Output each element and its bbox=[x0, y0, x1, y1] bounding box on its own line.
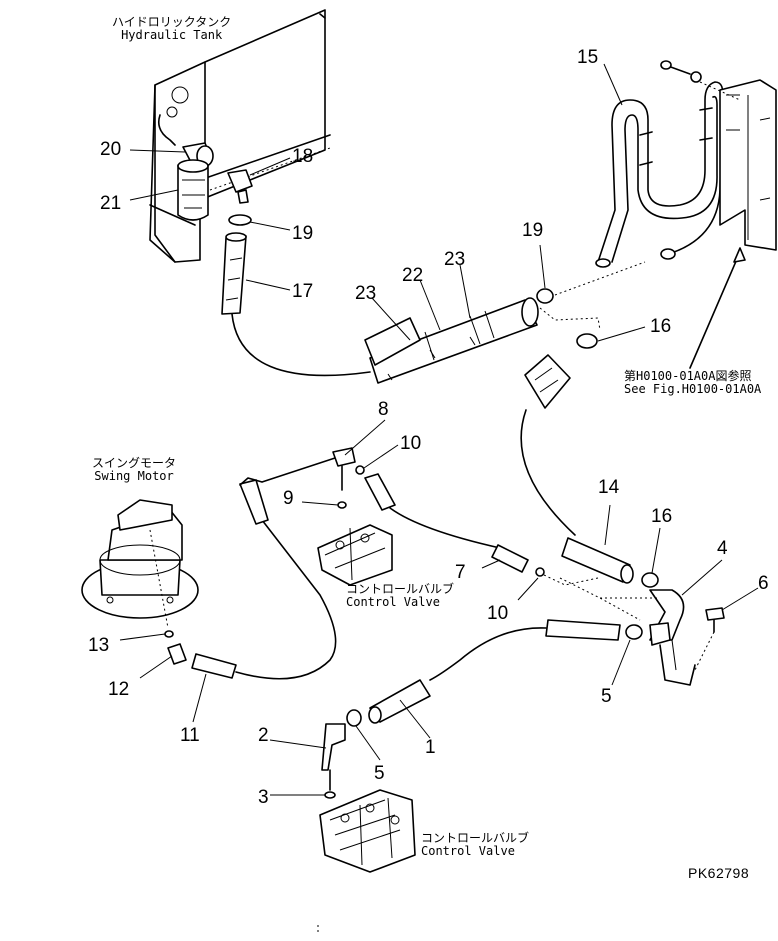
leader-lines bbox=[119, 63, 759, 796]
see-figure-en: See Fig.H0100-01A0A bbox=[624, 382, 762, 396]
part-number-10-upper: 10 bbox=[400, 433, 422, 454]
hose-8-line bbox=[239, 457, 336, 525]
part-number-12: 12 bbox=[108, 679, 130, 700]
bolt-6 bbox=[693, 607, 725, 673]
control-valve-lower bbox=[319, 789, 416, 873]
clamp-19-upper bbox=[228, 214, 252, 226]
hose-17 bbox=[221, 232, 371, 377]
hose-11 bbox=[191, 519, 337, 680]
swing-motor-label: スイングモータ Swing Motor bbox=[92, 457, 176, 483]
leader-dashed-7 bbox=[543, 574, 599, 586]
hydraulic-tank-label-en: Hydraulic Tank bbox=[121, 28, 223, 42]
clamp-16-upper bbox=[576, 333, 598, 349]
part-number-9: 9 bbox=[283, 488, 294, 509]
pipe-4 bbox=[559, 577, 696, 686]
clamp-16-lower bbox=[641, 572, 659, 588]
control-valve-upper-label-jp: コントロールバルブ bbox=[346, 582, 455, 596]
fitting-2 bbox=[321, 723, 346, 791]
part-number-7: 7 bbox=[455, 562, 466, 583]
swing-motor-label-en: Swing Motor bbox=[94, 469, 174, 483]
hose-7 bbox=[364, 473, 529, 573]
control-valve-upper bbox=[317, 524, 393, 586]
reference-arrow-head bbox=[733, 247, 746, 263]
o-ring-10-upper bbox=[355, 465, 365, 475]
part-number-2: 2 bbox=[258, 725, 269, 746]
part-number-23-left: 23 bbox=[355, 283, 377, 304]
part-number-17: 17 bbox=[292, 281, 314, 302]
see-figure-jp: 第H0100-01A0A図参照 bbox=[624, 369, 752, 383]
part-number-16-upper: 16 bbox=[650, 316, 672, 337]
hose-return bbox=[520, 354, 576, 536]
drawing-code: PK62798 bbox=[688, 865, 750, 881]
control-valve-lower-label: コントロールバルブ Control Valve bbox=[421, 832, 529, 858]
part-number-16-lower: 16 bbox=[651, 506, 673, 527]
o-ring-10-lower bbox=[535, 567, 545, 577]
pipe-22 bbox=[364, 297, 539, 384]
o-ring-9 bbox=[337, 501, 347, 509]
o-ring-3 bbox=[324, 791, 336, 799]
part-number-15: 15 bbox=[577, 47, 599, 68]
part-number-19-left: 19 bbox=[292, 223, 314, 244]
clamp-19-right bbox=[536, 288, 554, 304]
hydraulic-tank-label-jp: ハイドロリックタンク bbox=[112, 15, 232, 29]
control-valve-lower-label-en: Control Valve bbox=[421, 844, 515, 858]
swing-motor bbox=[81, 499, 199, 629]
see-figure-reference: 第H0100-01A0A図参照 See Fig.H0100-01A0A bbox=[624, 370, 761, 396]
hose-14 bbox=[561, 537, 634, 584]
hose-lower bbox=[368, 619, 621, 724]
pipe-15 bbox=[595, 81, 724, 268]
part-number-13: 13 bbox=[88, 635, 110, 656]
frame-bracket bbox=[660, 60, 777, 251]
control-valve-upper-label-en: Control Valve bbox=[346, 595, 440, 609]
part-number-4: 4 bbox=[717, 538, 728, 559]
part-number-18: 18 bbox=[292, 146, 314, 167]
part-number-19-right: 19 bbox=[522, 220, 544, 241]
fitting-12 bbox=[167, 643, 187, 665]
o-ring-13 bbox=[164, 630, 174, 638]
part-number-14: 14 bbox=[598, 477, 620, 498]
part-number-5-right: 5 bbox=[601, 686, 612, 707]
part-number-10-lower: 10 bbox=[487, 603, 509, 624]
part-number-21: 21 bbox=[100, 193, 122, 214]
reference-arrow bbox=[689, 251, 741, 369]
part-number-23-right: 23 bbox=[444, 249, 466, 270]
hydraulic-tank-label: ハイドロリックタンク Hydraulic Tank bbox=[112, 16, 231, 42]
part-number-1: 1 bbox=[425, 737, 436, 758]
part-number-20: 20 bbox=[100, 139, 122, 160]
control-valve-upper-label: コントロールバルブ Control Valve bbox=[346, 583, 454, 609]
part-number-3: 3 bbox=[258, 787, 269, 808]
oil-filter bbox=[177, 159, 209, 221]
part-number-22: 22 bbox=[402, 265, 424, 286]
leader-dashed bbox=[539, 261, 646, 331]
clamp-5-lower bbox=[346, 709, 362, 727]
swing-motor-label-jp: スイングモータ bbox=[92, 456, 177, 470]
part-number-11: 11 bbox=[180, 725, 200, 746]
part-number-5-lower: 5 bbox=[374, 763, 385, 784]
part-number-8: 8 bbox=[378, 399, 389, 420]
control-valve-lower-label-jp: コントロールバルブ bbox=[421, 831, 530, 845]
clamp-5-right bbox=[625, 624, 643, 640]
fitting-8 bbox=[332, 447, 356, 491]
tank-fitting-18 bbox=[227, 169, 253, 204]
part-number-6: 6 bbox=[758, 573, 769, 594]
